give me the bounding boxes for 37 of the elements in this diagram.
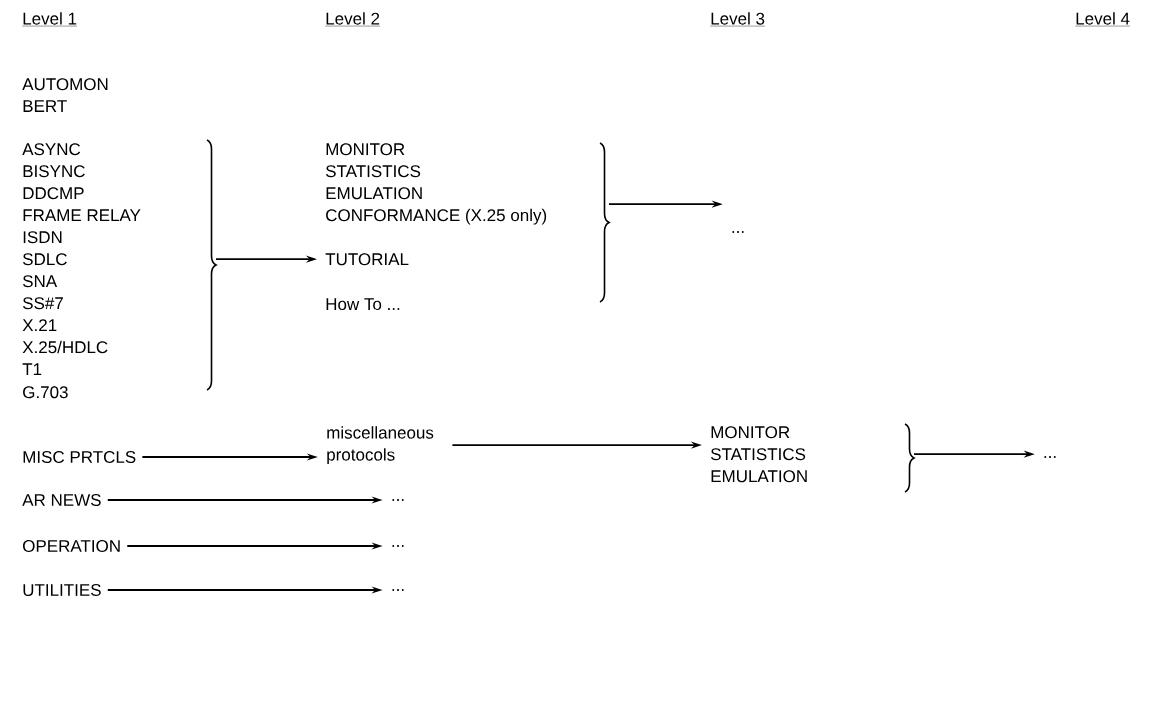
protocol-list: ASYNC BISYNC DDCMP FRAME RELAY ISDN SDLC SNA SS#7 X.21 X.25/HDLC T1: [22, 143, 141, 376]
node-label: DDCMP: [23, 187, 84, 200]
list-item: How To ...: [326, 298, 400, 311]
list-item: AUTOMON: [22, 78, 108, 91]
menu-item: AR NEWS: [22, 493, 101, 506]
node-label: BISYNC: [23, 165, 85, 178]
menu-list: MONITOR STATISTICS EMULATION CONFORMANCE (X.25 only) TUTORIAL: [325, 143, 547, 266]
menu-list: MONITOR STATISTICS EMULATION: [711, 426, 807, 483]
ellipsis: ...: [392, 545, 404, 547]
menu-item: MISC PRTCLS: [23, 450, 136, 463]
menu-item: miscellaneous protocols: [327, 426, 434, 465]
ellipsis: ...: [392, 499, 404, 501]
node-label: EMULATION: [326, 187, 422, 200]
node-label: MONITOR: [326, 143, 405, 156]
ellipsis: ...: [732, 231, 744, 233]
node-label: X.21: [22, 319, 57, 332]
node-label: SS#7: [22, 297, 63, 310]
node-label: SNA: [22, 275, 58, 288]
ellipsis: ...: [392, 589, 404, 591]
node-label: T1: [22, 363, 42, 376]
node-label: CONFORMANCE (X.25 only): [326, 208, 547, 225]
node-label: X.25/HDLC: [22, 340, 108, 354]
node-label: ISDN: [23, 231, 62, 244]
menu-item: OPERATION: [23, 539, 120, 552]
column-heading: Level 2: [325, 12, 381, 27]
node-label: FRAME RELAY: [23, 209, 141, 222]
ellipsis: ...: [1044, 456, 1056, 458]
list-item: G.703: [23, 386, 68, 399]
node-label: ASYNC: [22, 143, 81, 156]
column-heading: Level 1: [22, 12, 78, 27]
node-label: SDLC: [22, 253, 67, 266]
node-label: STATISTICS: [325, 165, 421, 178]
list-item: BERT: [23, 100, 67, 112]
menu-item: UTILITIES: [23, 583, 101, 596]
node-label: TUTORIAL: [325, 253, 409, 266]
column-heading: Level 3: [710, 12, 766, 27]
column-heading: Level 4: [1075, 12, 1131, 27]
